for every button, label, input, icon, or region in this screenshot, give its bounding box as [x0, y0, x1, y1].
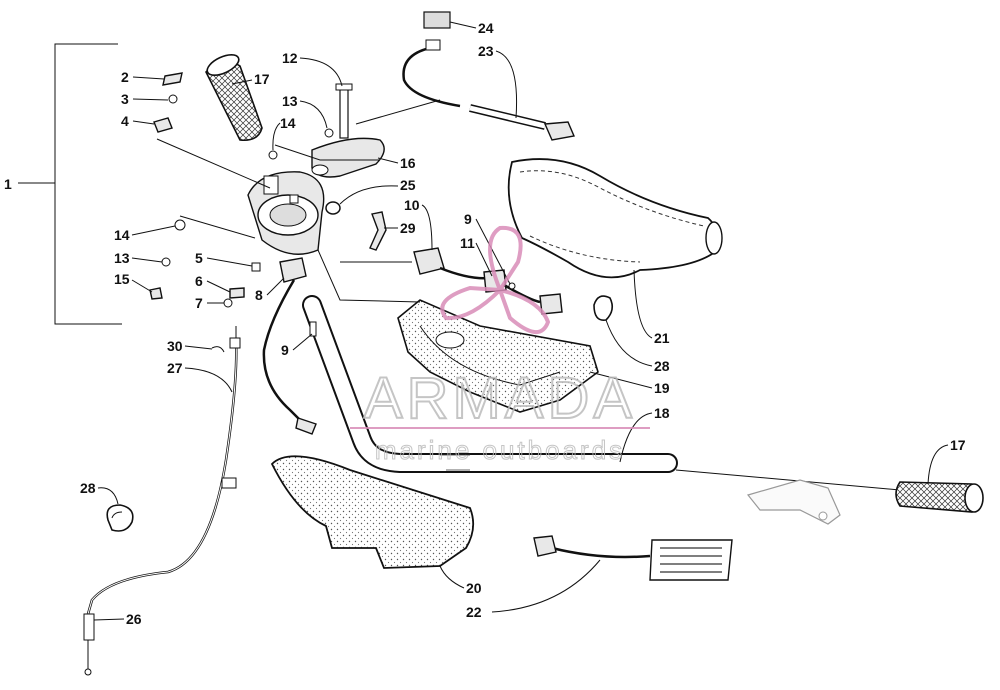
- watermark-tagline: marine outboards: [375, 435, 625, 465]
- callout-8: 8: [255, 287, 263, 303]
- handlebar-pad-upper: [507, 158, 723, 279]
- left-grip: [205, 53, 263, 142]
- washer: [268, 150, 278, 160]
- callout-1: 1: [4, 176, 12, 192]
- callout-25: 25: [400, 177, 416, 193]
- callout-27: 27: [167, 360, 183, 376]
- hose-clamp-left: [106, 504, 134, 532]
- heater-wire: [402, 11, 575, 141]
- callout-labels: 1 2 3 4 5 6 7 8 9 9 10 11 12 13 13 14 14: [4, 20, 966, 627]
- callout-30: 30: [167, 338, 183, 354]
- callout-21: 21: [654, 330, 670, 346]
- callout-18: 18: [654, 405, 670, 421]
- callout-29: 29: [400, 220, 416, 236]
- switch-housing: [247, 171, 325, 255]
- kill-switch: [279, 257, 307, 283]
- right-grip: [895, 481, 984, 513]
- callout-26: 26: [126, 611, 142, 627]
- callout-14-upper: 14: [280, 115, 296, 131]
- switch-wire: [262, 279, 306, 426]
- heater-element: [533, 535, 733, 581]
- callout-15: 15: [114, 271, 130, 287]
- small-hardware-left: [149, 72, 186, 300]
- callout-14-lower: 14: [114, 227, 130, 243]
- callout-5: 5: [195, 250, 203, 266]
- bolt: [335, 83, 353, 139]
- hose-clamp-right: [593, 295, 614, 322]
- callout-19: 19: [654, 380, 670, 396]
- callout-11: 11: [460, 235, 475, 251]
- switch-connector: [295, 417, 317, 435]
- handlebar-pad-lower: [270, 455, 475, 569]
- callout-13-lower: 13: [114, 250, 130, 266]
- washer: [324, 128, 334, 138]
- callout-4: 4: [121, 113, 129, 129]
- clip: [369, 211, 387, 251]
- clip-small: [211, 346, 225, 353]
- callout-13-upper: 13: [282, 93, 298, 109]
- callout-28-right: 28: [654, 358, 670, 374]
- callout-2: 2: [121, 69, 129, 85]
- callout-24: 24: [478, 20, 494, 36]
- callout-28-left: 28: [80, 480, 96, 496]
- callout-10: 10: [404, 197, 420, 213]
- callout-20: 20: [466, 580, 482, 596]
- callout-9-upper: 9: [464, 211, 472, 227]
- watermark: ARMADA marine outboards: [350, 225, 650, 466]
- throttle-housing: [746, 479, 841, 525]
- propeller-logo: [440, 225, 551, 334]
- assembly-bracket: [18, 43, 122, 325]
- callout-17-right: 17: [950, 437, 966, 453]
- callout-16: 16: [400, 155, 416, 171]
- clamp: [311, 137, 385, 178]
- throttle-cable: [83, 326, 241, 676]
- ring: [325, 201, 341, 215]
- screw: [309, 321, 317, 337]
- callout-12: 12: [282, 50, 298, 66]
- watermark-brand: ARMADA: [364, 366, 636, 431]
- callout-7: 7: [195, 295, 203, 311]
- callout-6: 6: [195, 273, 203, 289]
- handlebar: [302, 295, 901, 491]
- leader-lines: [156, 99, 441, 303]
- callout-23: 23: [478, 43, 494, 59]
- callout-3: 3: [121, 91, 129, 107]
- heater-switch: [413, 247, 563, 315]
- callout-9-lower: 9: [281, 342, 289, 358]
- callout-22: 22: [466, 604, 482, 620]
- callout-17-left: 17: [254, 71, 270, 87]
